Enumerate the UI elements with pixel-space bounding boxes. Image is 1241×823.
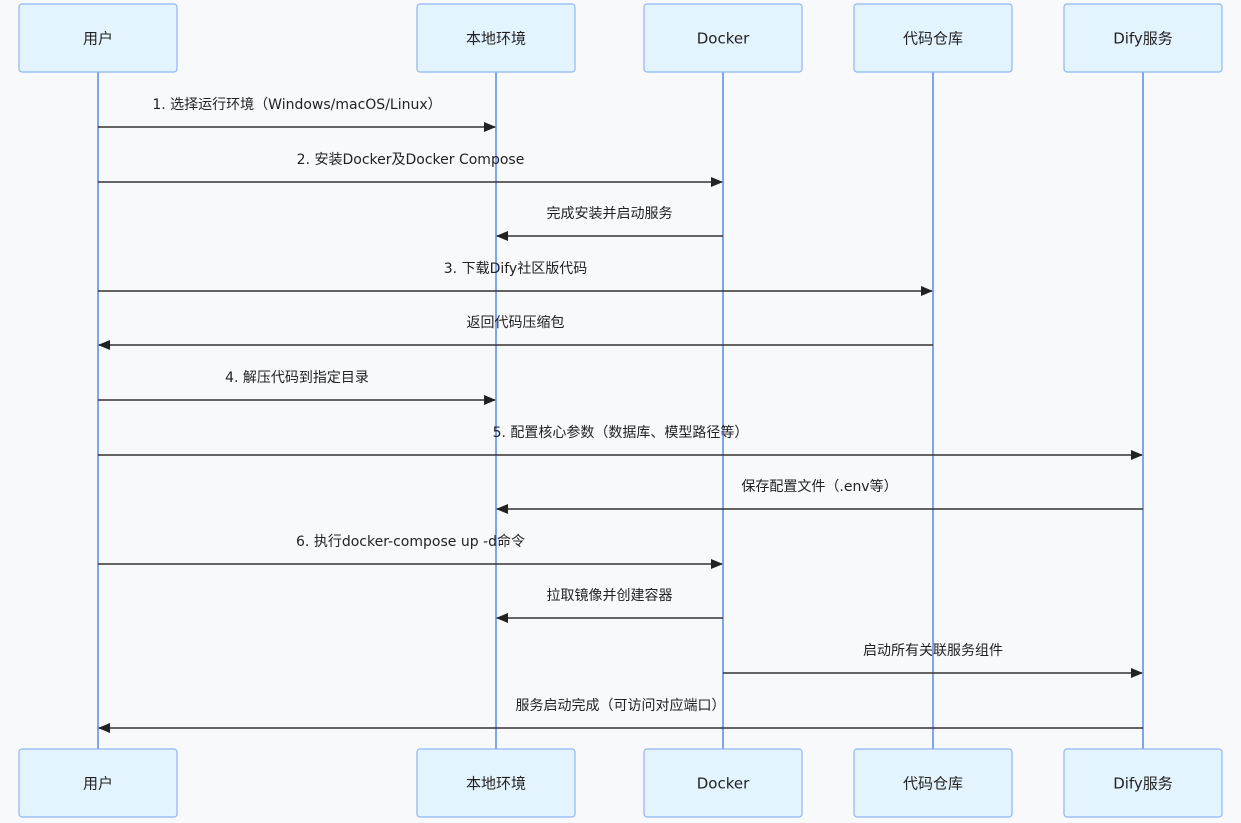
message-label: 3. 下载Dify社区版代码 [444,261,587,277]
actor-label: 用户 [83,775,113,793]
message-label: 完成安装并启动服务 [547,206,673,222]
actor-label: Docker [697,30,750,48]
message-label: 拉取镜像并创建容器 [547,587,673,604]
actor-local-bottom[interactable]: 本地环境 [416,748,576,818]
actor-label: Dify服务 [1113,30,1173,48]
actor-label: 本地环境 [466,775,526,793]
message-2: 2. 安装Docker及Docker Compose [98,152,723,187]
actor-box [643,748,803,818]
message-label: 4. 解压代码到指定目录 [225,370,369,386]
actor-box [18,748,178,818]
actor-label: Dify服务 [1113,775,1173,793]
message-label: 6. 执行docker-compose up -d命令 [296,533,525,550]
actor-docker-bottom[interactable]: Docker [643,748,803,818]
actor-label: Docker [697,775,750,793]
actor-box [416,3,576,73]
actor-repo-bottom[interactable]: 代码仓库 [853,748,1013,818]
actor-repo-top[interactable]: 代码仓库 [853,3,1013,73]
actor-box [1063,748,1223,818]
actor-user-top[interactable]: 用户 [18,3,178,73]
message-label: 返回代码压缩包 [467,315,565,331]
message-12: 服务启动完成（可访问对应端口） [98,697,1143,733]
message-9: 6. 执行docker-compose up -d命令 [98,533,723,569]
message-label: 启动所有关联服务组件 [863,643,1003,659]
message-5: 返回代码压缩包 [98,315,933,350]
message-4: 3. 下载Dify社区版代码 [98,261,933,296]
actor-box [643,3,803,73]
message-label: 2. 安装Docker及Docker Compose [297,152,525,168]
actor-docker-top[interactable]: Docker [643,3,803,73]
message-10: 拉取镜像并创建容器 [496,587,723,623]
message-label: 5. 配置核心参数（数据库、模型路径等） [493,424,749,441]
actor-label: 本地环境 [466,30,526,48]
message-11: 启动所有关联服务组件 [723,643,1143,678]
actor-dify-top[interactable]: Dify服务 [1063,3,1223,73]
message-6: 4. 解压代码到指定目录 [98,370,496,405]
message-label: 保存配置文件（.env等） [741,478,897,495]
actor-label: 代码仓库 [903,775,963,793]
message-label: 服务启动完成（可访问对应端口） [516,697,726,714]
actor-box [853,3,1013,73]
actor-box [1063,3,1223,73]
message-label: 1. 选择运行环境（Windows/macOS/Linux） [152,97,441,113]
actor-label: 代码仓库 [903,30,963,48]
actor-box [416,748,576,818]
message-7: 5. 配置核心参数（数据库、模型路径等） [98,424,1143,460]
actor-box [18,3,178,73]
actor-label: 用户 [83,30,113,48]
actor-user-bottom[interactable]: 用户 [18,748,178,818]
message-8: 保存配置文件（.env等） [496,478,1143,514]
actor-dify-bottom[interactable]: Dify服务 [1063,748,1223,818]
actor-box [853,748,1013,818]
message-1: 1. 选择运行环境（Windows/macOS/Linux） [98,97,496,132]
actor-local-top[interactable]: 本地环境 [416,3,576,73]
message-3: 完成安装并启动服务 [496,206,723,241]
